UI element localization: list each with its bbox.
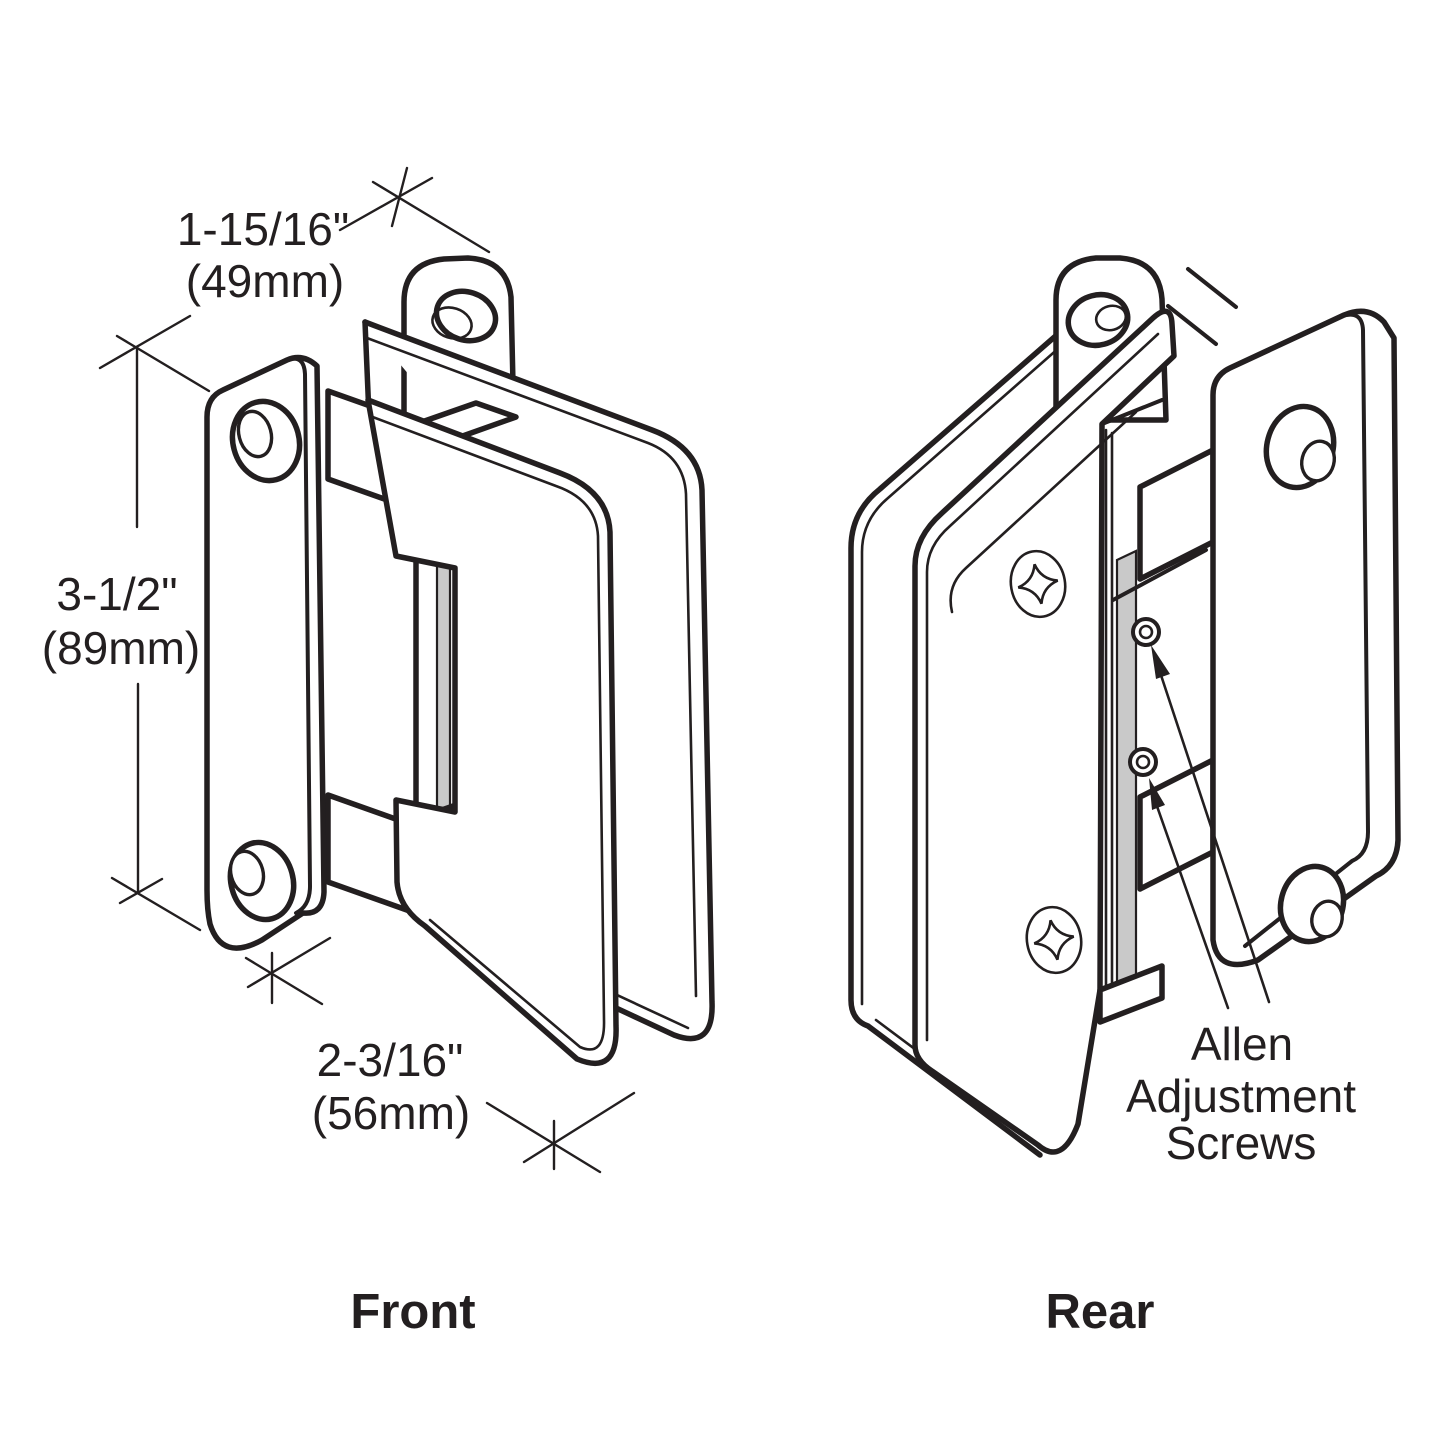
dim-extension — [115, 334, 211, 393]
rear-view-label: Rear — [1046, 1285, 1155, 1339]
annotation-adjustment: Adjustment — [1126, 1070, 1356, 1122]
arrowhead-icon — [1149, 778, 1165, 810]
gasket-strip-rear — [1115, 549, 1138, 1010]
dim-width-top-in: 1-15/16" — [177, 203, 349, 255]
dim-height-mm: (89mm) — [42, 622, 200, 674]
pivot-hole-icon — [1065, 291, 1131, 349]
phillips-screw-icon — [1009, 549, 1067, 619]
dim-line-bottom — [244, 956, 602, 1174]
wall-plate-front — [204, 354, 327, 951]
front-view-label: Front — [350, 1285, 475, 1339]
phillips-screw-icon — [1025, 905, 1083, 975]
dim-height-in: 3-1/2" — [56, 568, 177, 620]
dim-width-bottom-in: 2-3/16" — [317, 1034, 464, 1086]
glass-cover-plate-front — [365, 397, 619, 1066]
hinge-body-rear — [1097, 398, 1208, 1025]
arrow-line — [1153, 655, 1271, 1004]
arrowhead-icon — [1151, 645, 1170, 679]
dimension-lines-front — [98, 166, 636, 1174]
dim-line-top — [98, 176, 434, 370]
rear-view-drawing: Allen Adjustment Screws — [848, 255, 1401, 1169]
phillips-screws — [1009, 549, 1083, 975]
dim-extension — [371, 180, 491, 254]
arrow-line — [1150, 790, 1230, 1010]
dim-extension — [246, 936, 636, 1164]
annotation-arrows — [1149, 645, 1271, 1010]
dim-tick — [270, 951, 556, 1171]
dim-tick — [118, 877, 164, 905]
front-view-drawing: 1-15/16" (49mm) 3-1/2" (89mm) 2-3/16" (5… — [42, 166, 715, 1174]
dim-width-bottom-mm: (56mm) — [312, 1087, 470, 1139]
annotation-allen: Allen — [1191, 1018, 1293, 1070]
dim-width-top-mm: (49mm) — [186, 255, 344, 307]
dim-extension — [110, 876, 202, 932]
dim-line-left — [135, 345, 140, 895]
wall-plate-rear — [1210, 308, 1401, 968]
annotation-screws: Screws — [1166, 1117, 1317, 1169]
